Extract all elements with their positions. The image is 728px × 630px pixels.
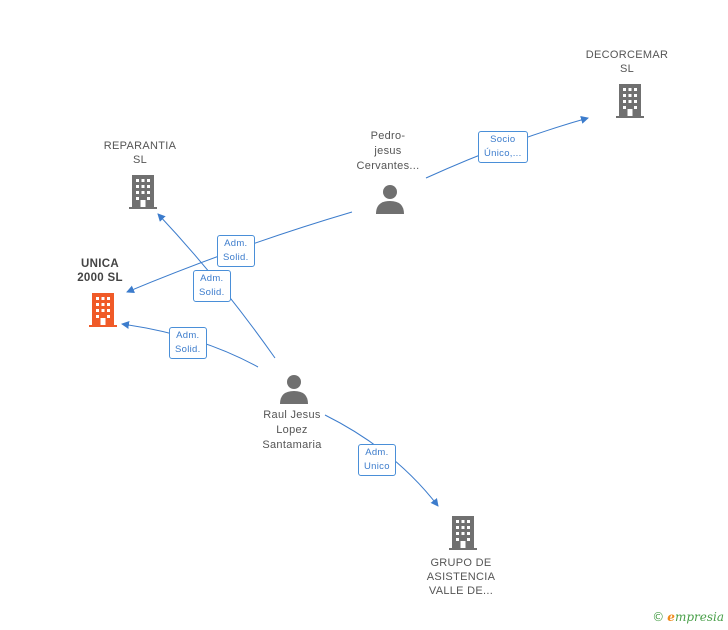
edge-label-pedro-decorcemar-line-2: Único,... bbox=[484, 148, 522, 159]
edge-label-raul-grupo-line-1: Adm. bbox=[365, 447, 389, 458]
edge-label-pedro-unica-line-1: Adm. bbox=[224, 238, 248, 249]
raul-label[interactable]: Raul Jesus Lopez Santamaria bbox=[262, 408, 321, 453]
edge-label-raul-grupo-line-2: Unico bbox=[364, 461, 390, 472]
pedro-label-line-3: Cervantes... bbox=[356, 160, 420, 172]
pedro-label-line-1: Pedro- bbox=[370, 130, 406, 142]
edge-label-raul-reparantia[interactable]: Adm. Solid. bbox=[193, 270, 231, 302]
unica-label[interactable]: UNICA 2000 SL bbox=[77, 257, 123, 285]
reparantia-building-icon[interactable] bbox=[129, 175, 157, 209]
unica-building-icon[interactable] bbox=[89, 293, 117, 327]
reparantia-label-line-2: SL bbox=[132, 154, 148, 166]
raul-label-line-3: Santamaria bbox=[262, 439, 322, 451]
unica-label-line-2: 2000 SL bbox=[77, 272, 123, 284]
edge-label-raul-unica-line-2: Solid. bbox=[175, 344, 201, 355]
grupo-label[interactable]: GRUPO DE ASISTENCIA VALLE DE... bbox=[427, 556, 495, 598]
brand-name: mpresia bbox=[674, 610, 724, 624]
raul-label-line-2: Lopez bbox=[276, 424, 308, 436]
copyright-symbol: © bbox=[652, 610, 665, 624]
reparantia-label-line-1: REPARANTIA bbox=[103, 140, 177, 152]
reparantia-label[interactable]: REPARANTIA SL bbox=[104, 139, 176, 167]
decorcemar-label-line-2: SL bbox=[619, 63, 635, 75]
pedro-label[interactable]: Pedro- jesus Cervantes... bbox=[357, 129, 420, 174]
brand-initial: e bbox=[667, 610, 675, 624]
edge-label-raul-reparantia-line-2: Solid. bbox=[199, 287, 225, 298]
edge-label-raul-grupo[interactable]: Adm. Unico bbox=[358, 444, 396, 476]
raul-person-icon[interactable] bbox=[280, 375, 308, 404]
brand-logo: ©empresia bbox=[652, 610, 724, 624]
edge-label-pedro-unica[interactable]: Adm. Solid. bbox=[217, 235, 255, 267]
pedro-person-icon[interactable] bbox=[376, 185, 404, 214]
edge-label-pedro-decorcemar-line-1: Socio bbox=[490, 134, 516, 145]
edge-label-raul-unica[interactable]: Adm. Solid. bbox=[169, 327, 207, 359]
edge-label-raul-reparantia-line-1: Adm. bbox=[200, 273, 224, 284]
edge-label-raul-unica-line-1: Adm. bbox=[176, 330, 200, 341]
grupo-label-line-1: GRUPO DE bbox=[430, 557, 492, 569]
grupo-building-icon[interactable] bbox=[449, 516, 477, 550]
grupo-label-line-3: VALLE DE... bbox=[428, 585, 494, 597]
unica-label-line-1: UNICA bbox=[81, 258, 119, 270]
edge-label-pedro-decorcemar[interactable]: Socio Único,... bbox=[478, 131, 528, 163]
decorcemar-label-line-1: DECORCEMAR bbox=[585, 49, 669, 61]
decorcemar-building-icon[interactable] bbox=[615, 84, 645, 118]
edge-label-pedro-unica-line-2: Solid. bbox=[223, 252, 249, 263]
pedro-label-line-2: jesus bbox=[374, 145, 402, 157]
raul-label-line-1: Raul Jesus bbox=[263, 409, 321, 421]
decorcemar-label[interactable]: DECORCEMAR SL bbox=[586, 48, 668, 76]
grupo-label-line-2: ASISTENCIA bbox=[426, 571, 496, 583]
